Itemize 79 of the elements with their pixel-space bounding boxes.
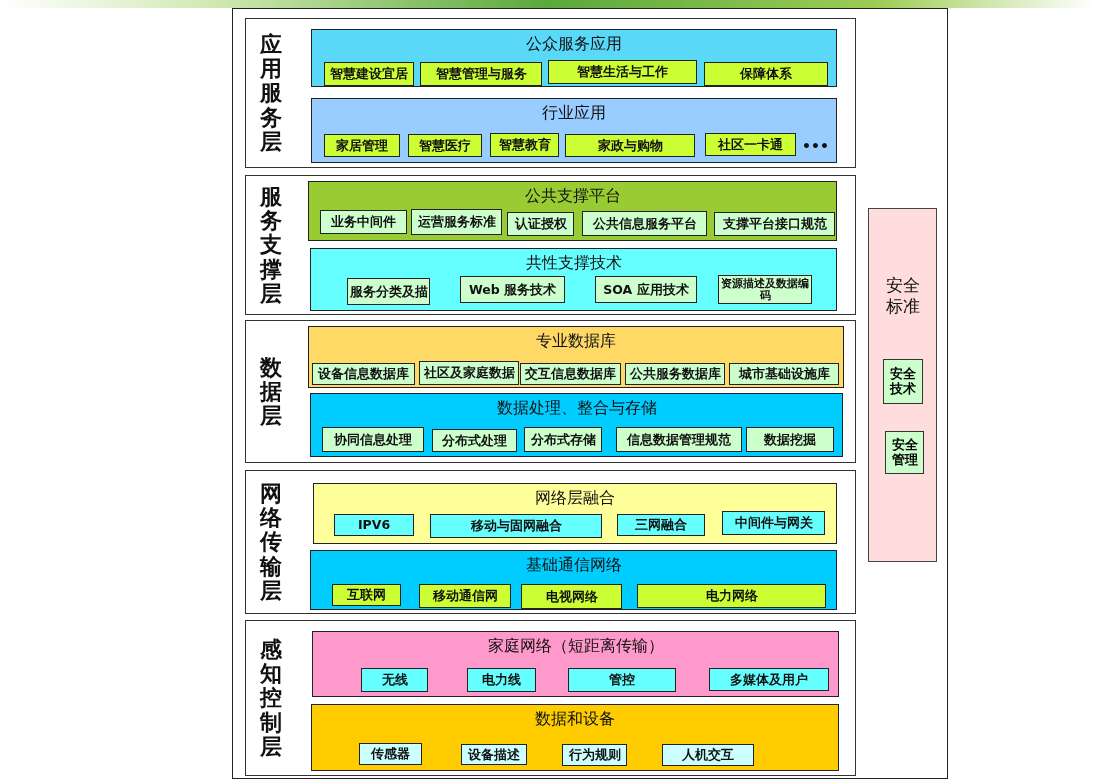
module-tag: 家居管理 [324,134,400,157]
panel-title: 数据和设备 [535,709,615,730]
layer-title: 应用服务层 [260,32,282,154]
module-tag: 智慧生活与工作 [548,60,697,84]
module-tag: 安全管理 [885,431,924,474]
module-panel [311,98,837,163]
module-tag: 设备描述 [461,744,527,765]
module-tag: 公共信息服务平台 [582,211,707,236]
module-panel [312,631,839,697]
layer-title: 网络传输层 [260,481,282,603]
module-tag: 分布式处理 [432,429,517,452]
module-panel [308,326,844,388]
module-tag: Web 服务技术 [460,276,565,303]
module-panel [310,248,837,311]
module-panel [311,704,839,771]
module-panel [310,550,837,610]
module-tag: 三网融合 [617,514,705,536]
module-tag: 服务分类及描 [347,278,430,305]
security-column [868,208,937,562]
module-tag: 资源描述及数据编码 [718,275,812,304]
layer-panel [245,620,856,776]
module-tag: 交互信息数据库 [520,363,621,385]
module-panel [308,181,837,241]
ellipsis-mark: ••• [802,138,829,154]
module-tag: 多媒体及用户 [709,668,829,691]
module-tag: SOA 应用技术 [595,276,697,303]
module-tag: 城市基础设施库 [729,363,839,385]
module-tag: 电视网络 [521,584,622,609]
module-tag: 互联网 [332,584,401,606]
panel-title: 行业应用 [542,103,606,124]
layer-panel [245,470,856,614]
module-tag: 行为规则 [562,744,627,766]
module-tag: 分布式存储 [524,427,602,452]
layer-panel [245,320,856,463]
module-panel [310,393,843,457]
module-tag: 智慧管理与服务 [420,62,542,86]
module-tag: 信息数据管理规范 [616,427,742,452]
module-tag: 认证授权 [507,212,574,236]
layer-panel [245,175,856,315]
panel-title: 家庭网络（短距离传输） [487,636,664,657]
module-tag: 数据挖掘 [746,427,834,452]
layer-title: 服务支撑层 [260,184,282,306]
layer-panel [245,18,856,168]
module-tag: 安全技术 [883,359,923,404]
module-tag: 公共服务数据库 [625,363,725,385]
module-tag: 管控 [568,668,676,692]
module-tag: 智慧教育 [490,133,559,157]
panel-title: 数据处理、整合与存储 [496,398,657,419]
layer-title: 数据层 [260,355,282,428]
module-tag: 社区一卡通 [705,133,796,156]
panel-title: 共性支撑技术 [525,253,622,274]
module-tag: 家政与购物 [565,134,695,157]
module-tag: 支撑平台接口规范 [714,212,835,236]
module-panel [311,29,837,87]
module-tag: 传感器 [359,743,422,765]
module-tag: 设备信息数据库 [312,363,415,385]
panel-title: 公众服务应用 [526,34,622,55]
panel-title: 基础通信网络 [525,555,622,576]
column-title: 安全标准 [885,275,920,318]
module-tag: 无线 [361,668,428,692]
module-panel [313,483,837,544]
layer-title: 感知控制层 [260,637,282,759]
module-tag: 社区及家庭数据 [419,361,519,385]
module-tag: 移动通信网 [419,584,511,608]
module-tag: 协同信息处理 [322,427,424,452]
panel-title: 公共支撑平台 [524,186,621,207]
panel-title: 网络层融合 [535,488,615,509]
module-tag: 业务中间件 [320,210,407,234]
module-tag: 电力线 [467,668,536,692]
module-tag: 移动与固网融合 [430,514,602,538]
module-tag: 运营服务标准 [411,209,502,235]
module-tag: 保障体系 [704,62,828,86]
module-tag: 人机交互 [662,744,754,766]
module-tag: 智慧医疗 [408,134,482,157]
module-tag: IPV6 [334,514,414,536]
module-tag: 中间件与网关 [722,511,825,535]
module-tag: 智慧建设宜居 [324,62,414,86]
module-tag: 电力网络 [637,584,826,608]
panel-title: 专业数据库 [536,331,616,352]
